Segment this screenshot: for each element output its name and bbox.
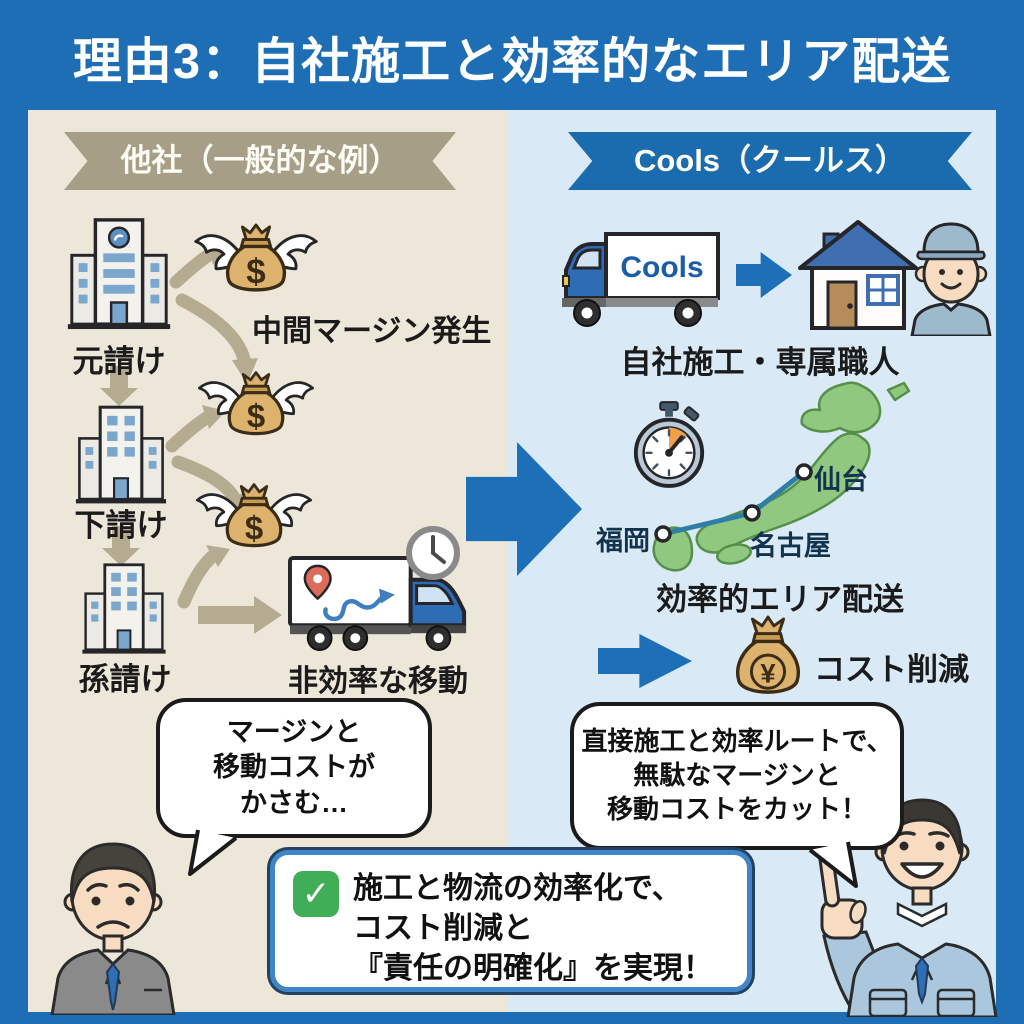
winged-money-bag-icon: $ [195, 483, 313, 548]
inhouse-label: 自社施工・専属職人 [620, 345, 900, 380]
cools-truck-icon: Cools [562, 232, 720, 327]
summary-line: 『責任の明確化』を実現！ [353, 951, 713, 985]
city-label-fukuoka: 福岡 [596, 526, 650, 556]
japan-map [652, 381, 911, 572]
bubble-tail [808, 841, 858, 888]
clock-icon [406, 526, 460, 580]
inefficient-route-truck-icon [288, 556, 467, 651]
dollar-symbol: $ [246, 252, 265, 291]
chain-label-sub: 下請け [74, 508, 168, 543]
subcontractor-building-icon [75, 405, 167, 504]
speech-bubble-cools: 直接施工と効率ルートで、 無駄なマージンと 移動コストをカット！ [570, 702, 904, 888]
city-label-sendai: 仙台 [814, 465, 868, 495]
chain-label-prime: 元請け [72, 344, 166, 379]
bubble-line: 直接施工と効率ルートで、 [581, 726, 893, 757]
speech-bubble-others: マージンと 移動コストが かさむ… [156, 698, 432, 876]
winged-money-bag-icon: $ [197, 371, 315, 436]
subsubcontractor-building-icon [82, 563, 166, 654]
summary-box: ✓ 施工と物流の効率化で、 コスト削減と 『責任の明確化』を実現！ [270, 850, 752, 992]
cools-logo-text: Cools [620, 251, 703, 284]
summary-line: 施工と物流の効率化で、 [353, 872, 682, 905]
house-and-worker-icon [798, 220, 992, 336]
dollar-symbol: $ [245, 509, 263, 546]
margin-label: 中間マージン発生 [252, 315, 492, 348]
banner-cools: Cools（クールス） [568, 132, 972, 190]
prime-contractor-building-icon [67, 218, 171, 330]
yen-money-bag-icon: ¥ [736, 615, 800, 694]
winged-money-bag-icon: $ [194, 223, 318, 292]
page-title: 理由3：自社施工と効率的なエリア配送 [72, 35, 952, 89]
bubble-line: マージンと [226, 717, 362, 748]
happy-worker-illustration [817, 798, 998, 1017]
dollar-symbol: $ [247, 397, 265, 434]
inefficient-move-label: 非効率な移動 [288, 665, 468, 698]
bubble-line: 無駄なマージンと [633, 760, 841, 791]
check-icon: ✓ [293, 871, 339, 917]
chain-label-subsub: 孫請け [78, 662, 172, 697]
bubble-line: かさむ… [240, 787, 348, 818]
city-label-nagoya: 名古屋 [750, 531, 831, 561]
yen-symbol: ¥ [760, 657, 776, 688]
cost-reduction-label: コスト削減 [814, 652, 969, 687]
bubble-line: 移動コストが [213, 752, 375, 783]
bubble-tail [188, 829, 238, 876]
efficient-delivery-label: 効率的エリア配送 [656, 582, 904, 617]
stopwatch-icon [633, 401, 705, 488]
summary-line: コスト削減と [353, 911, 533, 945]
worried-businessman-illustration [50, 842, 176, 1015]
banner-others: 他社（一般的な例） [64, 132, 456, 190]
bubble-line: 移動コストをカット！ [606, 793, 867, 824]
